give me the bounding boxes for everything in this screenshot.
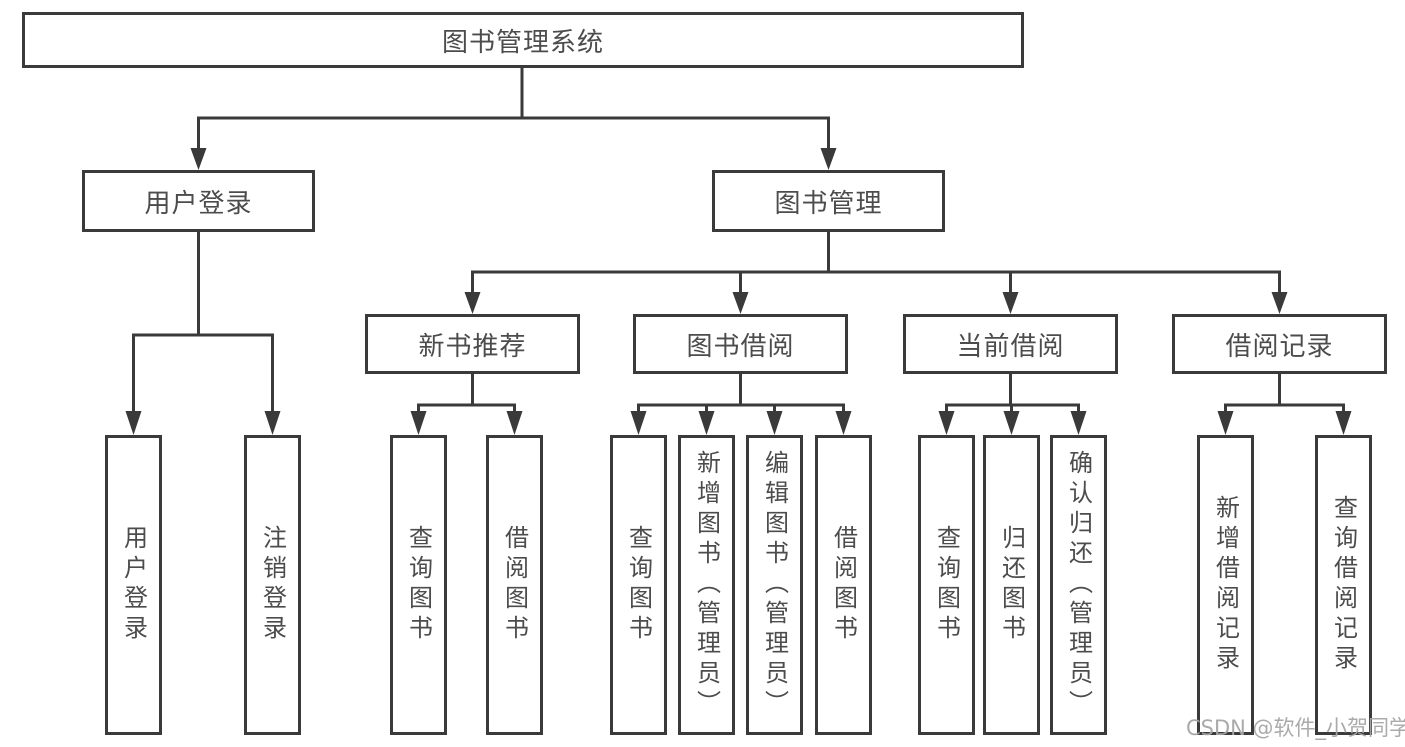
node-current-borrow: 当前借阅 (903, 314, 1118, 374)
node-borrow-records: 借阅记录 (1172, 314, 1387, 374)
leaf-newbook-borrow-books: 借阅图书 (486, 435, 543, 735)
leaf-user-login: 用户登录 (105, 435, 162, 735)
leaf-return-books: 归还图书 (983, 435, 1040, 735)
node-new-book-recommend: 新书推荐 (365, 314, 580, 374)
leaf-newbook-query-books: 查询图书 (390, 435, 447, 735)
node-book-management: 图书管理 (712, 170, 945, 232)
leaf-confirm-return-admin: 确认归还（管理员） (1050, 435, 1107, 735)
leaf-logout-login: 注销登录 (244, 435, 301, 735)
node-user-login: 用户登录 (82, 170, 315, 232)
leaf-edit-books-admin: 编辑图书（管理员） (746, 435, 803, 735)
node-library-management-system: 图书管理系统 (22, 12, 1024, 68)
leaf-add-borrow-record: 新增借阅记录 (1197, 435, 1254, 735)
watermark: CSDN @软件_小贺同学 (1186, 716, 1405, 740)
leaf-current-query-books: 查询图书 (918, 435, 975, 735)
leaf-borrow-books: 借阅图书 (815, 435, 872, 735)
node-book-borrow: 图书借阅 (633, 314, 848, 374)
leaf-borrow-query-books: 查询图书 (610, 435, 667, 735)
leaf-query-borrow-record: 查询借阅记录 (1315, 435, 1372, 735)
leaf-add-books-admin: 新增图书（管理员） (678, 435, 735, 735)
